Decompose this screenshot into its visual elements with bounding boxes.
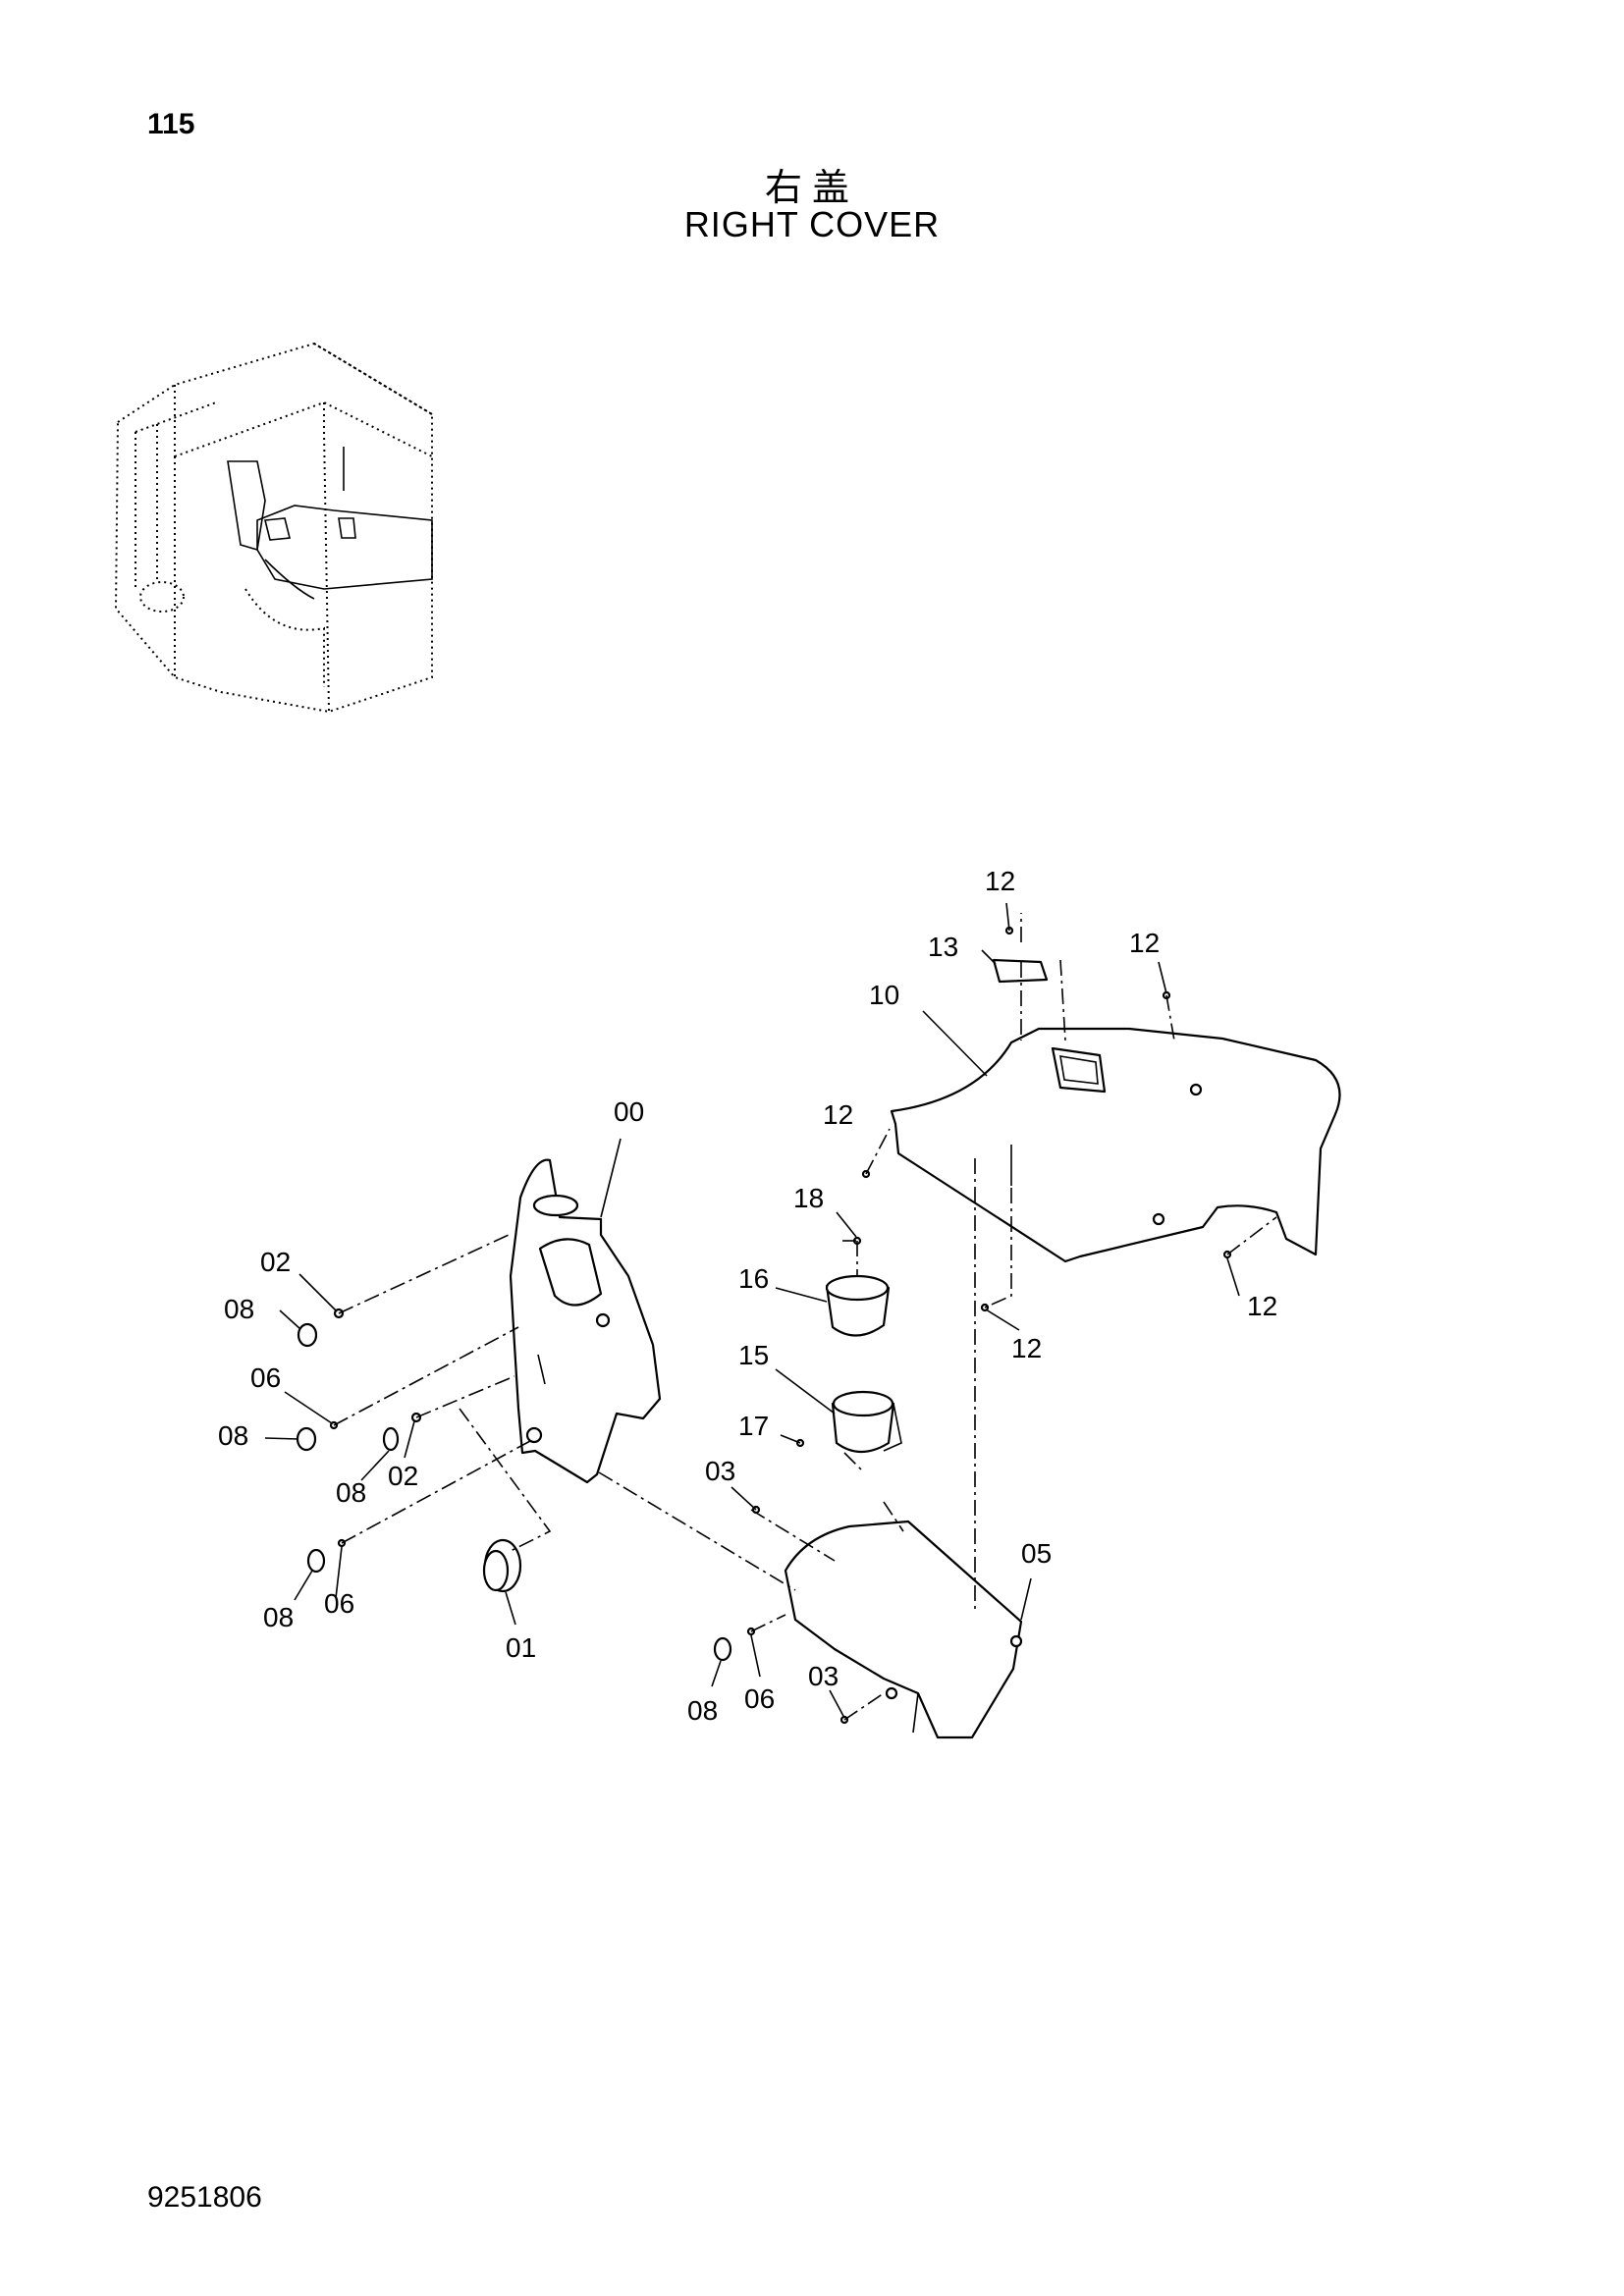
part-01-grommet	[482, 1538, 522, 1593]
callout-05: 05	[1021, 1538, 1052, 1569]
callout-06: 06	[324, 1588, 354, 1619]
callout-06: 06	[250, 1362, 281, 1393]
callout-12: 12	[823, 1099, 853, 1130]
part-16-cup-holder	[825, 1274, 891, 1337]
callout-12: 12	[1011, 1333, 1042, 1363]
callout-16: 16	[738, 1263, 769, 1294]
callout-labels: 12 13 12 10 00 12 18 02 16 08 12 12 06 1…	[218, 866, 1277, 1726]
part-13-trim	[992, 958, 1049, 984]
part-00-pillar-cover	[509, 1158, 662, 1484]
callout-08: 08	[224, 1294, 254, 1324]
callout-02: 02	[260, 1247, 291, 1277]
callout-08: 08	[336, 1477, 366, 1508]
callout-08: 08	[263, 1602, 294, 1632]
callout-18: 18	[793, 1183, 824, 1213]
callout-17: 17	[738, 1411, 769, 1441]
callout-00: 00	[614, 1096, 644, 1127]
callout-15: 15	[738, 1340, 769, 1370]
title-english: RIGHT COVER	[683, 204, 941, 244]
callout-13: 13	[928, 932, 958, 962]
callout-03: 03	[705, 1456, 735, 1486]
callout-12: 12	[1247, 1291, 1277, 1321]
title-chinese: 右盖	[764, 166, 859, 209]
callout-12: 12	[985, 866, 1015, 896]
callout-02: 02	[388, 1461, 418, 1491]
callout-01: 01	[506, 1632, 536, 1663]
cab-location-inset	[114, 342, 433, 714]
part-15-cup-holder	[831, 1390, 902, 1454]
assembly-lines	[333, 913, 1277, 1721]
document-code: 9251806	[147, 2181, 262, 2214]
part-05-lower-cover	[784, 1520, 1023, 1739]
callout-03: 03	[808, 1661, 839, 1691]
callout-08: 08	[218, 1420, 248, 1451]
callout-10: 10	[869, 980, 899, 1010]
callout-06: 06	[744, 1683, 775, 1714]
callout-08: 08	[687, 1695, 718, 1726]
part-10-side-panel	[890, 1027, 1341, 1263]
page-number: 115	[147, 108, 195, 140]
leader-lines	[264, 902, 1240, 1719]
fasteners	[296, 926, 1232, 1725]
callout-12: 12	[1129, 928, 1160, 958]
